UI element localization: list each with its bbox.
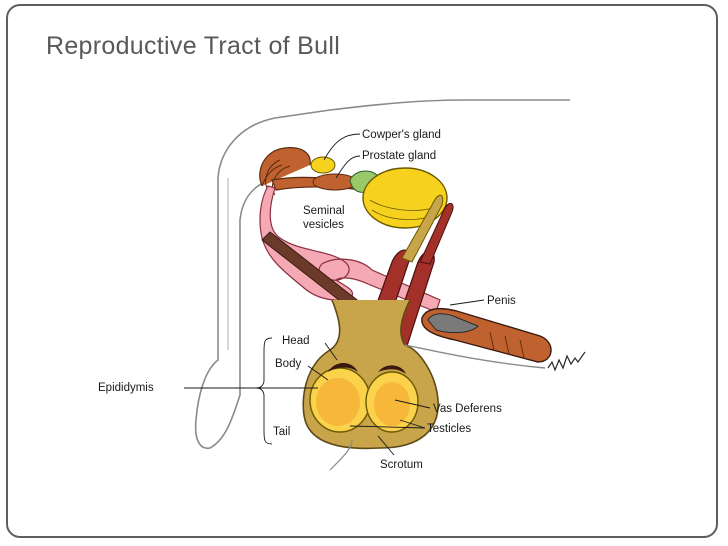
epididymis-brace xyxy=(255,337,273,445)
abdomen-outline xyxy=(404,344,546,369)
preputial-hair xyxy=(547,351,586,372)
hind-leg-outline-front xyxy=(194,178,266,449)
label-cowpers-gland: Cowper's gland xyxy=(362,129,441,141)
penis-glans xyxy=(427,313,479,334)
label-testicles: Testicles xyxy=(427,423,471,435)
testicle-inner-right xyxy=(374,382,410,426)
label-vas-deferens: Vas Deferens xyxy=(433,403,502,415)
label-epididymis: Epididymis xyxy=(98,382,154,394)
vas-deferens-tube-2 xyxy=(419,203,454,265)
label-seminal-vesicles-line1: Seminal xyxy=(303,205,345,217)
testicle-inner-left xyxy=(316,378,360,426)
epididymis-head-left xyxy=(328,363,358,372)
body-outline xyxy=(217,99,570,179)
epididymis-head-right xyxy=(378,365,406,374)
slide-title: Reproductive Tract of Bull xyxy=(46,32,341,60)
penis-ridges xyxy=(489,331,525,359)
label-scrotum: Scrotum xyxy=(380,459,423,471)
label-head: Head xyxy=(282,335,310,347)
bladder xyxy=(362,167,448,229)
label-prostate-gland: Prostate gland xyxy=(362,150,436,162)
label-tail: Tail xyxy=(273,426,290,438)
label-penis: Penis xyxy=(487,295,516,307)
label-seminal-vesicles-line2: vesicles xyxy=(303,219,344,231)
label-body: Body xyxy=(275,358,301,370)
vas-deferens-tube xyxy=(401,194,444,263)
leader-lines xyxy=(184,133,485,456)
cowpers-gland xyxy=(310,156,336,174)
ground-curve xyxy=(329,439,353,471)
